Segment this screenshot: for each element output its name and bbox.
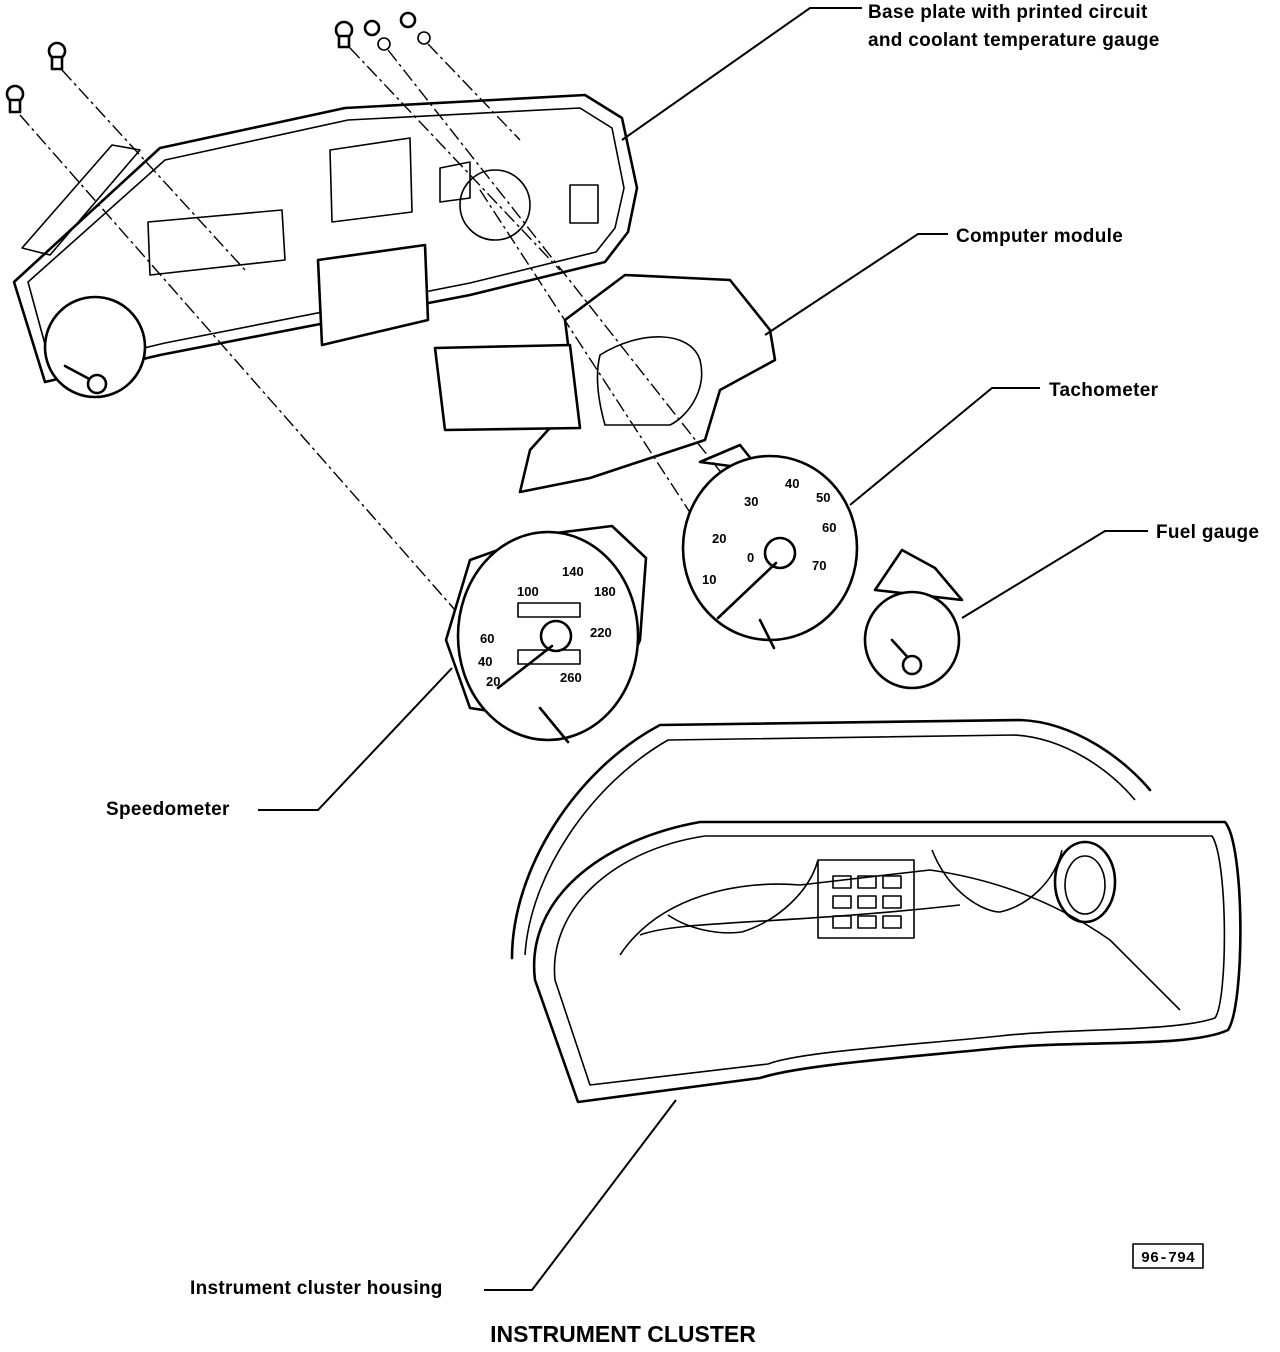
tachometer-tick: 20 xyxy=(712,531,726,546)
nut-icon xyxy=(399,11,431,45)
speedometer-tick: 180 xyxy=(594,584,616,599)
tachometer-tick: 60 xyxy=(822,520,836,535)
tachometer xyxy=(681,443,859,650)
speedometer xyxy=(444,524,648,744)
computer-module xyxy=(433,273,777,494)
speedometer-tick: 60 xyxy=(480,631,494,646)
label-computer-module: Computer module xyxy=(956,226,1123,247)
screw-icon xyxy=(334,20,354,49)
label-speedometer: Speedometer xyxy=(106,799,230,820)
screw-icon xyxy=(47,41,67,71)
label-base-plate: Base plate with printed circuit xyxy=(868,2,1148,23)
tachometer-tick: 30 xyxy=(744,494,758,509)
tachometer-tick: 70 xyxy=(812,558,826,573)
tachometer-tick: 40 xyxy=(785,476,799,491)
figure-ref-box xyxy=(1132,1243,1204,1269)
label-housing: Instrument cluster housing xyxy=(190,1278,443,1299)
fuel-gauge xyxy=(863,548,964,690)
warning-lamp-panel xyxy=(817,859,915,939)
base-plate xyxy=(12,93,639,399)
screw-icon xyxy=(5,84,25,114)
tachometer-tick: 10 xyxy=(702,572,716,587)
coolant-temperature-gauge xyxy=(43,295,147,399)
speedometer-tick-labels: 20 40 60 100 140 180 220 260 xyxy=(478,564,616,689)
label-tachometer: Tachometer xyxy=(1049,380,1159,401)
tachometer-tick-labels: 0 10 20 30 40 50 60 70 xyxy=(702,476,836,587)
figure-ref: 96-794 xyxy=(1141,1250,1195,1267)
speedometer-tick: 100 xyxy=(517,584,539,599)
screw-set xyxy=(5,11,431,114)
instrument-cluster-housing xyxy=(510,718,1242,1104)
speedometer-tick: 220 xyxy=(590,625,612,640)
speedometer-tick: 260 xyxy=(560,670,582,685)
tachometer-tick: 50 xyxy=(816,490,830,505)
label-base-plate: and coolant temperature gauge xyxy=(868,30,1160,51)
nut-icon xyxy=(363,19,391,51)
speedometer-tick: 40 xyxy=(478,654,492,669)
leader-lines xyxy=(258,7,1148,1291)
speedometer-tick: 140 xyxy=(562,564,584,579)
label-fuel-gauge: Fuel gauge xyxy=(1156,522,1259,543)
figure-caption: INSTRUMENT CLUSTER xyxy=(490,1321,756,1347)
speedometer-tick: 20 xyxy=(486,674,500,689)
tachometer-tick: 0 xyxy=(747,550,754,565)
